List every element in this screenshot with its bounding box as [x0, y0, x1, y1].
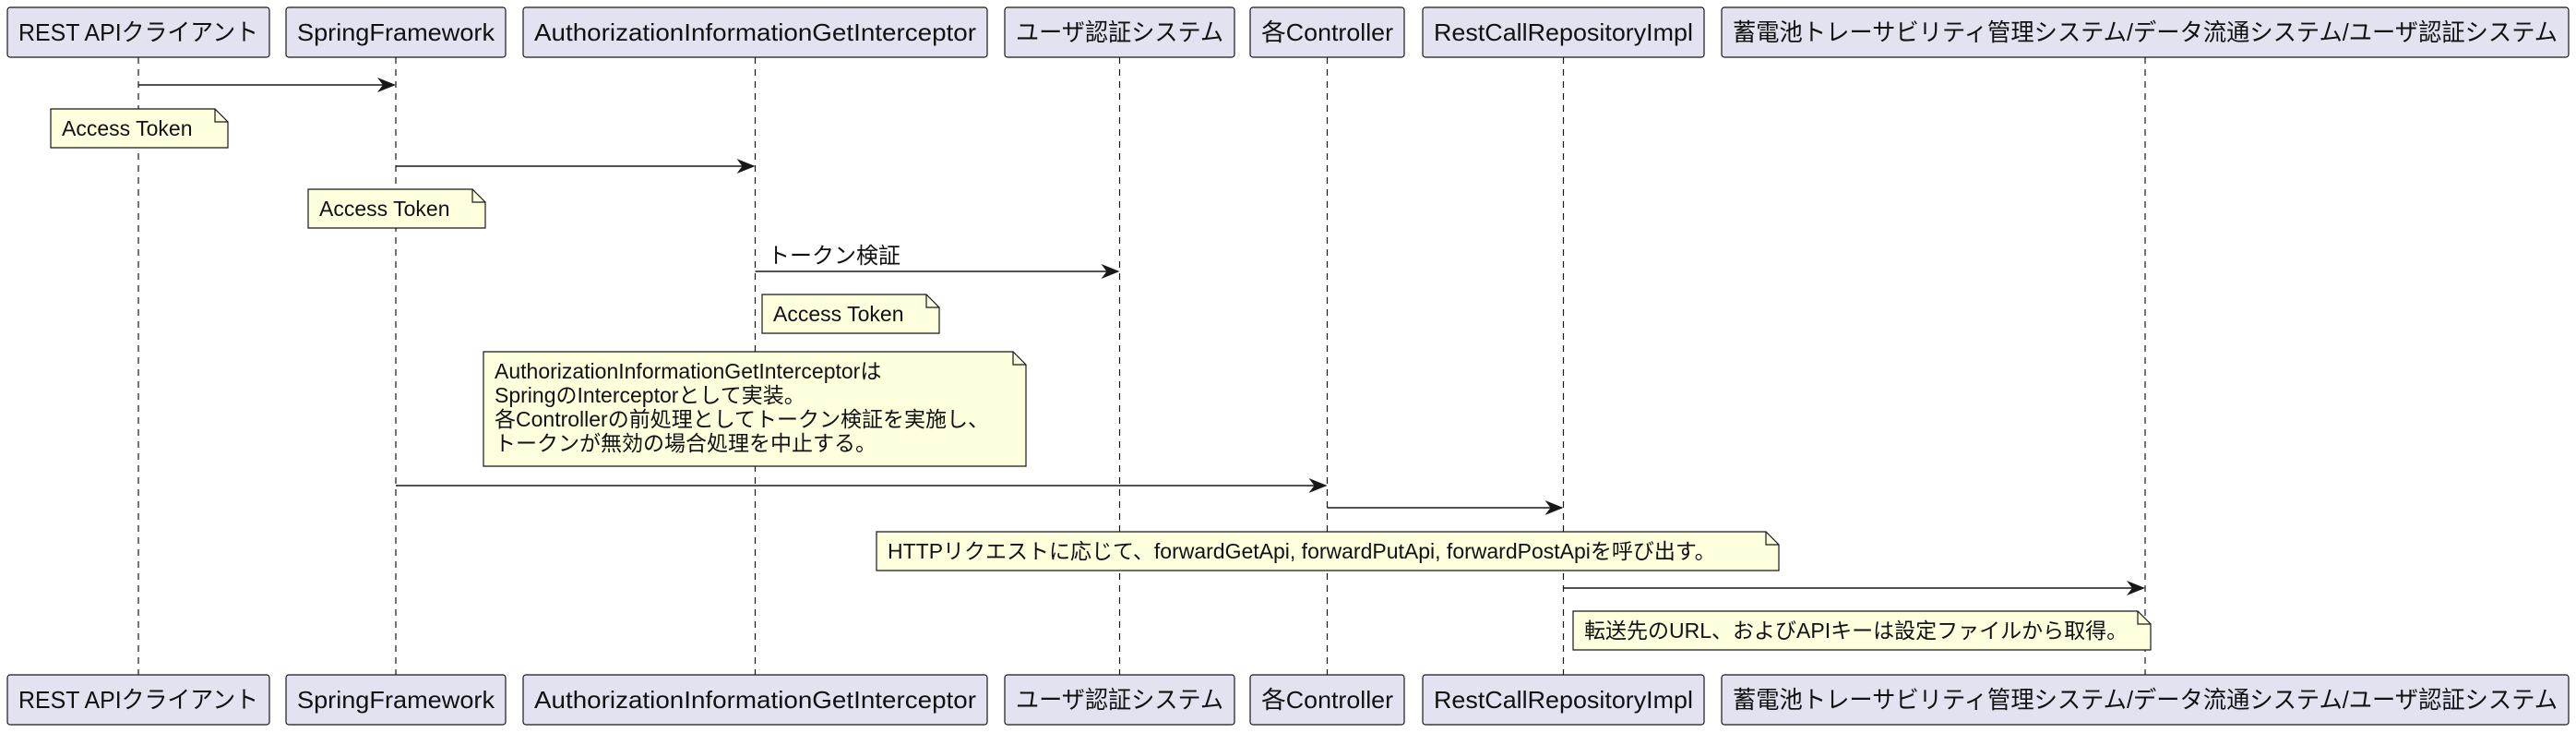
note-fold-icon [1765, 532, 1779, 546]
note-text-line: Access Token [773, 302, 903, 326]
participant-external-bottom: 蓄電池トレーサビリティ管理システム/データ流通システム/ユーザ認証システム [1721, 674, 2570, 726]
note-box [50, 108, 229, 149]
message-arrow-controller-to-restcall [1327, 500, 1564, 515]
participant-userauth-bottom: ユーザ認証システム [1004, 674, 1235, 726]
arrowhead-icon [377, 78, 396, 92]
arrowhead-icon [1101, 264, 1120, 279]
participant-controller-top: 各Controller [1249, 6, 1405, 58]
participant-restcall-bottom: RestCallRepositoryImpl [1422, 674, 1705, 726]
participant-box [1422, 674, 1705, 726]
note-5: 転送先のURL、およびAPIキーは設定ファイルから取得。 [1572, 610, 2152, 651]
participant-client-top: REST APIクライアント [6, 6, 270, 58]
arrowhead-icon [1544, 500, 1564, 515]
note-fold-icon [2137, 611, 2151, 625]
participant-label: REST APIクライアント [18, 18, 258, 46]
note-3: AuthorizationInformationGetInterceptorはS… [483, 351, 1027, 467]
participant-box [1249, 6, 1405, 58]
participant-label: 蓄電池トレーサビリティ管理システム/データ流通システム/ユーザ認証システム [1733, 18, 2558, 46]
participant-userauth-top: ユーザ認証システム [1004, 6, 1235, 58]
note-box [307, 188, 486, 229]
note-fold-icon [1012, 352, 1026, 366]
participant-label: AuthorizationInformationGetInterceptor [534, 686, 976, 714]
note-box [876, 531, 1780, 571]
note-text-line: トークンが無効の場合処理を中止する。 [495, 431, 877, 455]
participant-external-top: 蓄電池トレーサビリティ管理システム/データ流通システム/ユーザ認証システム [1721, 6, 2570, 58]
message-arrow-spring-to-controller [396, 478, 1328, 493]
note-2: Access Token [761, 294, 940, 334]
note-text-line: 各Controllerの前処理としてトークン検証を実施し、 [495, 407, 989, 431]
note-text-line: AuthorizationInformationGetInterceptorは [495, 359, 881, 383]
note-fold-icon [925, 294, 939, 308]
participant-interceptor-bottom: AuthorizationInformationGetInterceptor [522, 674, 988, 726]
participant-box [1422, 6, 1705, 58]
participant-box [1249, 674, 1405, 726]
participant-box [1721, 674, 2570, 726]
participant-box [6, 6, 270, 58]
participant-spring-bottom: SpringFramework [285, 674, 507, 726]
participant-label: RestCallRepositoryImpl [1434, 18, 1693, 46]
participant-interceptor-top: AuthorizationInformationGetInterceptor [522, 6, 988, 58]
participant-label: REST APIクライアント [18, 686, 258, 714]
note-fold-icon [214, 109, 228, 123]
participant-label: AuthorizationInformationGetInterceptor [534, 18, 976, 46]
note-0: Access Token [50, 108, 229, 149]
note-text-line: Access Token [319, 197, 449, 221]
note-box [1572, 610, 2152, 651]
participant-client-bottom: REST APIクライアント [6, 674, 270, 726]
message-arrow-interceptor-to-userauth: トークン検証 [755, 244, 1120, 279]
message-arrow-client-to-spring [138, 78, 396, 92]
participant-label: 蓄電池トレーサビリティ管理システム/データ流通システム/ユーザ認証システム [1733, 686, 2558, 714]
participant-box [522, 6, 988, 58]
note-text-line: Access Token [62, 116, 192, 140]
message-label: トークン検証 [768, 244, 900, 269]
participant-label: 各Controller [1261, 686, 1393, 714]
note-text-line: SpringのInterceptorとして実装。 [495, 383, 805, 407]
participant-label: RestCallRepositoryImpl [1434, 686, 1693, 714]
participant-label: SpringFramework [297, 686, 495, 714]
message-arrow-restcall-to-external [1563, 581, 2145, 595]
note-box [483, 351, 1027, 467]
participant-label: 各Controller [1261, 18, 1393, 46]
arrowhead-icon [1308, 478, 1328, 493]
participant-label: SpringFramework [297, 18, 495, 46]
message-arrow-spring-to-interceptor [396, 159, 756, 174]
participant-label: ユーザ認証システム [1016, 18, 1223, 46]
note-fold-icon [471, 189, 485, 203]
participant-restcall-top: RestCallRepositoryImpl [1422, 6, 1705, 58]
participant-box [1004, 6, 1235, 58]
note-4: HTTPリクエストに応じて、forwardGetApi, forwardPutA… [876, 531, 1780, 571]
note-box [761, 294, 940, 334]
participant-box [1004, 674, 1235, 726]
participant-box [6, 674, 270, 726]
arrowhead-icon [736, 159, 756, 174]
participant-box [285, 674, 507, 726]
note-text-line: 転送先のURL、およびAPIキーは設定ファイルから取得。 [1584, 619, 2128, 643]
participant-label: ユーザ認証システム [1016, 686, 1223, 714]
note-1: Access Token [307, 188, 486, 229]
participant-box [522, 674, 988, 726]
participant-box [1721, 6, 2570, 58]
participant-box [285, 6, 507, 58]
arrowhead-icon [2127, 581, 2145, 595]
note-text-line: HTTPリクエストに応じて、forwardGetApi, forwardPutA… [888, 539, 1716, 563]
participant-controller-bottom: 各Controller [1249, 674, 1405, 726]
participant-spring-top: SpringFramework [285, 6, 507, 58]
